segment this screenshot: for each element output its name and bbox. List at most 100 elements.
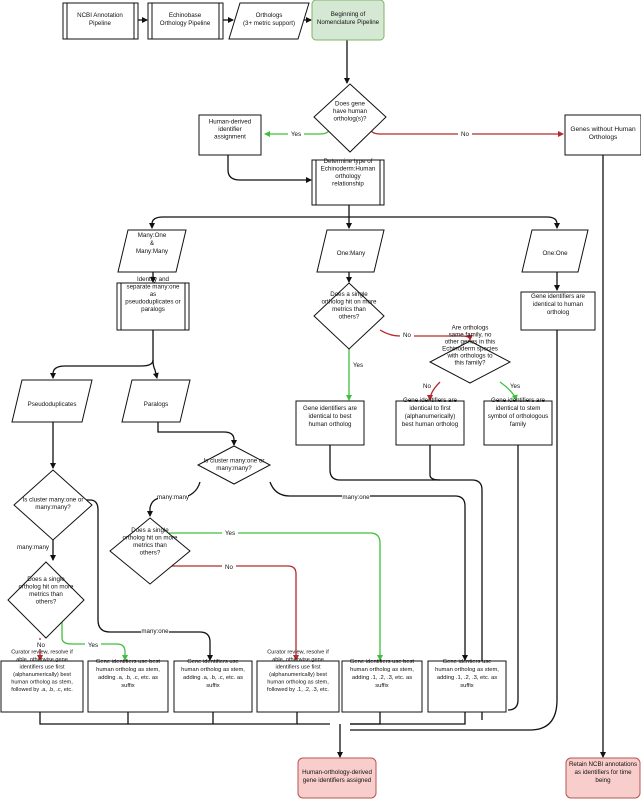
stem-numbers-node — [427, 660, 507, 713]
curator-1-text-line: Curator review, resolve if — [267, 649, 329, 655]
question-single-pseudo-text-line: others? — [36, 598, 57, 605]
first-alpha-text-line: identical to first — [409, 405, 451, 412]
determine-text-line: orthology — [335, 173, 361, 180]
assigned-text-line: Human-orthology-derived — [302, 769, 372, 776]
question-cluster-para-text-line: Is cluster many:one or — [204, 457, 265, 464]
question-single-para-text-line: Does a single — [131, 527, 169, 534]
stem-a2-text-line: Gene identifiers use — [187, 659, 239, 665]
question-family-text-line: Are orthologs — [452, 325, 489, 332]
human-derived-text-line: Human-derived — [209, 119, 252, 126]
one-many-text-line: One:Many — [337, 250, 366, 257]
stem-1a-text: Gene identifiers use best human ortholog … — [350, 659, 415, 689]
stem-1a-text-line: Gene identifiers use best — [350, 659, 415, 665]
question-human-ortholog — [313, 83, 387, 153]
edge-label-no-pseudo: No — [37, 642, 45, 649]
many-one-text-line: Many:One — [138, 232, 167, 239]
edge-label-no-human: No — [461, 131, 469, 138]
assigned-end-node — [297, 757, 377, 799]
question-family-text-line: with orthologs to — [446, 353, 493, 360]
question-single-om-text-line: metrics than — [332, 306, 366, 313]
ncbi-text-line: Pipeline — [89, 20, 112, 27]
curator-a-text-line: able, otherwise gene — [16, 657, 68, 663]
edge-determine-oneone — [349, 216, 560, 229]
identify-text-line: as — [150, 291, 157, 298]
edge-fam-yes — [499, 381, 518, 401]
curator-1-text-line: human ortholog as stem, — [267, 679, 329, 685]
stem-1b-text-line: suffix — [460, 683, 474, 689]
question-single-pseudo-text-line: ortholog hit on more — [18, 583, 74, 590]
ncbi-annotation-node — [62, 2, 139, 40]
question-single-para-text-line: ortholog hit on more — [122, 534, 178, 541]
stem-1b-text-line: Gene identiers use — [443, 659, 492, 665]
identify-text-line: paralogs — [141, 306, 165, 313]
curator-a-text-line: followed by .a, .b, .c, etc. — [11, 687, 73, 693]
best-om-text-line: human ortholog — [309, 421, 353, 428]
question-single-pseudo-text-line: metrics than — [29, 591, 63, 598]
beginning-text-line: Beginning of — [331, 11, 366, 18]
best-om-text-line: Gene identifiers are — [303, 405, 358, 412]
edge-fam-no — [427, 381, 441, 401]
identify-separate-node — [116, 282, 190, 331]
one-many-text: One:Many — [337, 250, 366, 257]
stem-1a-text-line: human ortholog as stem, — [350, 667, 414, 673]
question-cluster-paralogs — [196, 445, 272, 485]
stem-family-text-line: Gene identifiers are — [491, 397, 546, 404]
paralogs-node — [121, 379, 191, 423]
edge-label-yes-pseudo: Yes — [88, 642, 98, 649]
stem-1a-text-line: adding .1, .2, .3, etc. as — [352, 675, 412, 681]
many-one-node — [117, 229, 187, 273]
retain-text-line: as identifiers for time — [574, 769, 632, 776]
edge-label-manyone-para: many:one — [342, 494, 370, 501]
stem-best-letters-node — [87, 660, 169, 713]
stem-a1-text-line: Gene identifiers use best — [96, 659, 161, 665]
edge-label-no-para: No — [225, 564, 233, 571]
retain-end-node — [565, 757, 641, 799]
orthologs-text-line: (3+ metric support) — [243, 20, 295, 27]
question-family-text-line: other genes in this — [445, 339, 496, 346]
stem-family-text-line: identical to stem — [496, 405, 541, 412]
determine-text-line: relationship — [332, 180, 364, 187]
curator-a-text-line: human ortholog as stem, — [11, 679, 73, 685]
stem-1a-text-line: suffix — [375, 683, 389, 689]
edge-identify-pseudo — [50, 330, 154, 379]
question-human-text-line: Does gene — [335, 101, 365, 108]
edge-om-best-collect — [329, 445, 483, 720]
edge-label-yes-human: Yes — [291, 131, 301, 138]
edge-label-manymany-para: many:many — [157, 494, 190, 501]
best-om-text-line: identical to best — [309, 413, 352, 420]
identical-oo-text-line: identical to human — [533, 301, 584, 308]
no-human-text-line: Genes without Human — [570, 126, 636, 133]
genes-without-human-node — [564, 114, 641, 156]
retain-text-line: being — [595, 777, 611, 784]
stem-a1-text-line: suffix — [121, 683, 135, 689]
question-family-text-line: Echinoderm species — [442, 346, 498, 353]
identical-human-ortholog-node — [520, 291, 596, 331]
edge-label-no-family: No — [423, 383, 431, 390]
question-single-ortholog-paralogs — [109, 517, 191, 585]
stem-a2-text-line: human ortholog as stem, — [181, 667, 245, 673]
question-cluster-pseudo — [13, 469, 93, 541]
question-cluster-para-text-line: many:many? — [216, 465, 252, 472]
stem-a2-text: Gene identifiers use human ortholog as st… — [181, 659, 245, 689]
question-same-family — [428, 340, 512, 384]
identify-text-line: Identify and — [137, 276, 170, 283]
stem-1b-text-line: human ortholog as stem, — [435, 667, 499, 673]
one-one-node — [521, 229, 589, 273]
echinobase-text-line: Orthology Pipeline — [160, 20, 211, 27]
identical-oo-text-line: Gene identifiers are — [531, 293, 586, 300]
